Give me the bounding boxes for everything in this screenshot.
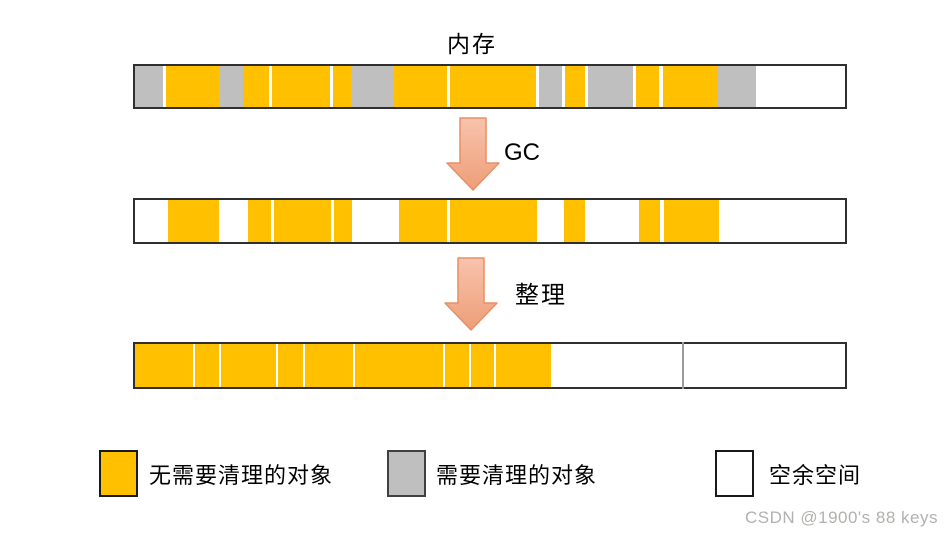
memory-segment-live (334, 200, 352, 242)
memory-segment-garbage (718, 66, 756, 107)
memory-segment-free (352, 200, 399, 242)
legend-label: 无需要清理的对象 (149, 462, 334, 488)
memory-segment-garbage (219, 66, 243, 107)
memory-segment-gap (536, 66, 539, 107)
memory-segment-free (135, 200, 168, 242)
memory-segment-gap (353, 344, 355, 387)
legend-item-free-space: 空余空间 (715, 450, 861, 497)
memory-segment-free (756, 66, 845, 107)
legend-label: 需要清理的对象 (436, 462, 598, 488)
memory-segment-gap (269, 66, 272, 107)
memory-segment-live (305, 344, 353, 387)
memory-segment-free (719, 200, 845, 242)
memory-segment-gap (163, 66, 166, 107)
memory-segment-live (450, 66, 536, 107)
memory-segment-live (195, 344, 219, 387)
memory-segment-live (399, 200, 447, 242)
memory-segment-free (551, 344, 845, 387)
gc-arrow-icon (446, 117, 500, 197)
memory-bar-compacted (133, 342, 847, 389)
memory-segment-garbage (351, 66, 394, 107)
memory-segment-live (135, 344, 193, 387)
live-object-swatch (99, 450, 138, 497)
memory-bar-after-gc (133, 198, 847, 244)
memory-segment-live (333, 66, 351, 107)
memory-segment-gap (330, 66, 333, 107)
memory-segment-garbage (135, 66, 163, 107)
memory-segment-live (564, 200, 585, 242)
gc-arrow-label: GC (504, 139, 540, 166)
memory-segment-live (221, 344, 276, 387)
memory-segment-live (565, 66, 585, 107)
memory-segment-live (636, 66, 659, 107)
memory-segment-live (394, 66, 447, 107)
legend-item-garbage-objects: 需要清理的对象 (387, 450, 597, 497)
memory-segment-gap (469, 344, 471, 387)
memory-segment-gap (633, 66, 636, 107)
memory-segment-live (278, 344, 303, 387)
memory-segment-gap (659, 66, 663, 107)
memory-segment-gap (271, 200, 274, 242)
compaction-arrow-icon (444, 257, 498, 337)
memory-segment-gap (219, 344, 221, 387)
memory-segment-gap (447, 66, 450, 107)
memory-segment-gap (193, 344, 195, 387)
memory-segment-gap (585, 66, 588, 107)
legend-item-live-objects: 无需要清理的对象 (99, 450, 333, 497)
memory-segment-gap (660, 200, 664, 242)
memory-segment-live (471, 344, 494, 387)
free-space-boundary-line (682, 342, 684, 389)
csdn-watermark: CSDN @1900's 88 keys (744, 508, 938, 527)
memory-segment-gap (447, 200, 450, 242)
memory-segment-live (248, 200, 271, 242)
legend: 无需要清理的对象 需要清理的对象 空余空间 (0, 450, 944, 497)
memory-segment-live (272, 66, 330, 107)
memory-segment-live (355, 344, 443, 387)
memory-segment-live (243, 66, 269, 107)
memory-segment-gap (331, 200, 334, 242)
memory-segment-gap (276, 344, 278, 387)
memory-segment-gap (443, 344, 445, 387)
memory-segment-gap (494, 344, 496, 387)
memory-segment-live (445, 344, 469, 387)
free-space-swatch (715, 450, 754, 497)
legend-label: 空余空间 (769, 462, 862, 488)
memory-segment-gap (562, 66, 565, 107)
garbage-object-swatch (387, 450, 426, 497)
memory-segment-live (639, 200, 660, 242)
memory-segment-live (664, 200, 719, 242)
memory-segment-garbage (539, 66, 562, 107)
memory-segment-live (274, 200, 331, 242)
memory-segment-free (537, 200, 564, 242)
memory-segment-garbage (588, 66, 633, 107)
memory-segment-free (585, 200, 639, 242)
memory-bar-initial (133, 64, 847, 109)
compaction-arrow-label: 整理 (515, 282, 567, 309)
memory-segment-live (168, 200, 219, 242)
memory-segment-live (496, 344, 551, 387)
memory-segment-gap (303, 344, 305, 387)
memory-segment-live (166, 66, 219, 107)
memory-segment-live (450, 200, 537, 242)
memory-segment-live (663, 66, 718, 107)
memory-title: 内存 (447, 31, 497, 57)
memory-segment-free (219, 200, 248, 242)
